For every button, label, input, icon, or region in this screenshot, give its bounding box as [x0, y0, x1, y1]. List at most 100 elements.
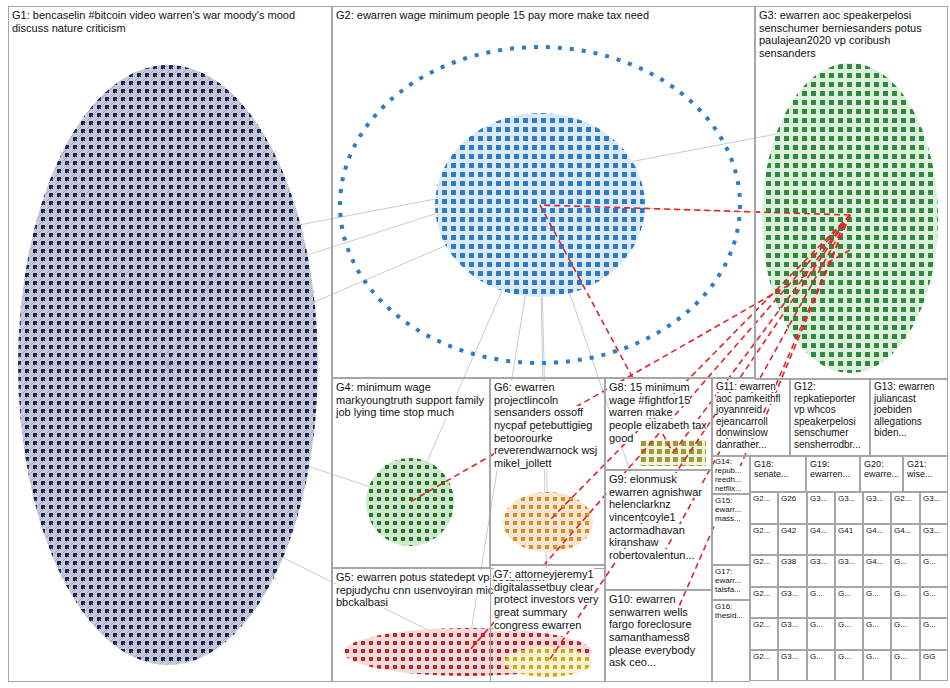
- group-label: G3...: [923, 526, 940, 535]
- small-group-box: G3...: [863, 492, 891, 524]
- group-label: G2...: [753, 620, 770, 629]
- group-label: G3...: [810, 557, 827, 566]
- group-label: G...: [810, 620, 823, 629]
- small-group-box: G3...: [920, 524, 948, 555]
- group-label: G4...: [866, 557, 883, 566]
- group-label: G4: minimum wage markyoungtruth support …: [336, 381, 484, 418]
- small-group-box: G3...: [835, 492, 863, 524]
- small-group-box: G...: [863, 650, 891, 681]
- group-box: G7: attorneyjeremy1 digitalassetbuy clea…: [490, 565, 605, 682]
- group-label: G10: ewarren senwarren wells fargo forec…: [609, 593, 695, 668]
- group-box: G16: thesid...: [712, 600, 750, 682]
- group-label: G18: senate...: [754, 459, 789, 479]
- small-group-box: G2...: [750, 618, 778, 650]
- group-label: G3...: [838, 557, 855, 566]
- group-label: G4...: [894, 526, 911, 535]
- group-label: G2...: [753, 652, 770, 661]
- group-label: G2...: [753, 494, 770, 503]
- group-box: G9: elonmusk ewarren agnishwar helenclar…: [605, 470, 712, 590]
- small-group-box: G2...: [750, 555, 778, 587]
- group-label: G...: [894, 652, 907, 661]
- small-group-box: G3...: [920, 492, 948, 524]
- group-box: G2: ewarren wage minimum people 15 pay m…: [332, 6, 755, 378]
- small-group-box: G2...: [891, 492, 920, 524]
- group-label: G2...: [753, 526, 770, 535]
- group-box: G14: repub... reedh... netflix...: [712, 456, 750, 494]
- group-label: G3...: [923, 494, 940, 503]
- group-label: G3...: [810, 494, 827, 503]
- group-label: G...: [923, 620, 936, 629]
- small-group-box: G38: [778, 555, 807, 587]
- small-group-box: G...: [920, 555, 948, 587]
- small-group-box: G3...: [778, 618, 807, 650]
- group-label: G...: [866, 620, 879, 629]
- small-group-box: G3...: [778, 587, 807, 618]
- group-label: G16: thesid...: [715, 602, 743, 620]
- small-group-box: G...: [891, 618, 920, 650]
- small-group-box: G...: [891, 587, 920, 618]
- small-group-box: G3...: [835, 555, 863, 587]
- group-label: G20: ewarre...: [864, 459, 899, 479]
- group-box: G21: wise...: [903, 456, 948, 492]
- group-label: G19: ewarren...: [810, 459, 850, 479]
- small-group-box: G4...: [863, 524, 891, 555]
- group-label: G...: [810, 589, 823, 598]
- group-box: G20: ewarre...: [860, 456, 903, 492]
- group-label: G2: ewarren wage minimum people 15 pay m…: [336, 9, 649, 21]
- small-group-box: G...: [920, 587, 948, 618]
- group-label: G...: [866, 589, 879, 598]
- group-label: G8: 15 minimum wage #fightfor15 warren m…: [609, 381, 707, 444]
- small-group-box: G...: [835, 587, 863, 618]
- small-group-box: G...: [863, 587, 891, 618]
- group-label: G...: [923, 557, 936, 566]
- small-group-box: G...: [863, 618, 891, 650]
- group-label: G41: [838, 526, 853, 535]
- small-group-box: G...: [835, 650, 863, 681]
- small-group-box: G...: [920, 618, 948, 650]
- group-label: GG: [923, 652, 935, 661]
- group-label: G7: attorneyjeremy1 digitalassetbuy clea…: [494, 568, 599, 631]
- group-box: G17: ewarr... talsfa...: [712, 565, 750, 600]
- group-box: G19: ewarren...: [806, 456, 860, 492]
- group-label: G3...: [781, 620, 798, 629]
- small-group-box: G2...: [750, 650, 778, 681]
- group-label: G21: wise...: [907, 459, 933, 479]
- small-group-box: G...: [807, 618, 835, 650]
- group-label: G3...: [781, 652, 798, 661]
- group-label: G...: [838, 589, 851, 598]
- small-group-box: G...: [807, 650, 835, 681]
- group-label: G...: [894, 620, 907, 629]
- small-group-box: G2...: [750, 492, 778, 524]
- group-box: G8: 15 minimum wage #fightfor15 warren m…: [605, 378, 712, 470]
- group-box: G12: repkatieporter vp whcos speakerpelo…: [790, 378, 870, 456]
- group-label: G9: elonmusk ewarren agnishwar helenclar…: [609, 473, 702, 561]
- group-box: G4: minimum wage markyoungtruth support …: [332, 378, 490, 568]
- group-label: G...: [810, 652, 823, 661]
- small-group-box: GG: [920, 650, 948, 681]
- group-box: G1: bencaselin #bitcoin video warren's w…: [8, 6, 332, 682]
- group-label: G26: [781, 494, 796, 503]
- group-label: G4...: [810, 526, 827, 535]
- group-label: G...: [894, 589, 907, 598]
- small-group-box: G4...: [891, 524, 920, 555]
- small-group-box: G3...: [807, 555, 835, 587]
- small-group-box: G4...: [863, 555, 891, 587]
- group-label: G2...: [753, 557, 770, 566]
- group-box: G18: senate...: [750, 456, 806, 492]
- small-group-box: G...: [891, 555, 920, 587]
- group-label: G6: ewarren projectlincoln sensanders os…: [494, 381, 597, 469]
- group-label: G3...: [866, 494, 883, 503]
- small-group-box: G2...: [750, 524, 778, 555]
- small-group-box: G2...: [750, 587, 778, 618]
- group-label: G3...: [781, 589, 798, 598]
- group-label: G2...: [753, 589, 770, 598]
- group-label: G13: ewarren juliancast joebiden allegat…: [874, 381, 935, 438]
- group-box: G10: ewarren senwarren wells fargo forec…: [605, 590, 712, 682]
- group-box: G6: ewarren projectlincoln sensanders os…: [490, 378, 605, 565]
- small-group-box: G42: [778, 524, 807, 555]
- group-label: G14: repub... reedh... netflix...: [715, 457, 742, 493]
- group-label: G15: ewarr... mass...: [715, 496, 741, 523]
- small-group-box: G3...: [807, 492, 835, 524]
- small-group-box: G...: [835, 618, 863, 650]
- group-box: G3: ewarren aoc speakerpelosi senschumer…: [755, 6, 948, 380]
